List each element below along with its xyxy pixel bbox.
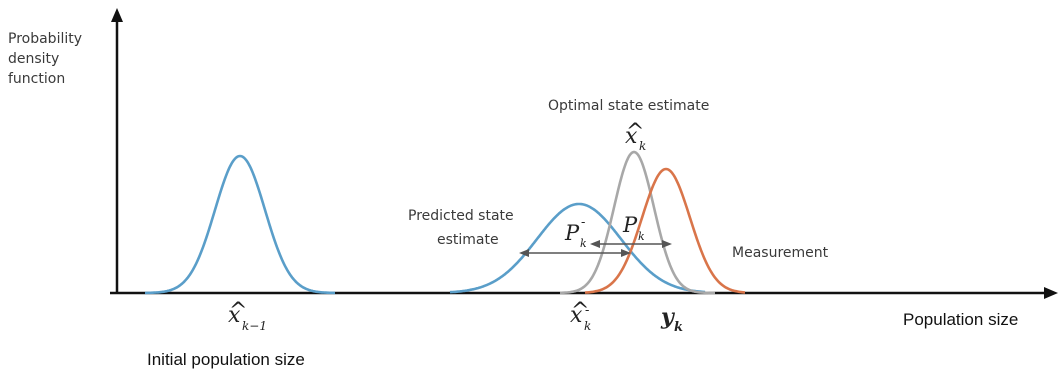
optimal-state-estimate-label: Optimal state estimate bbox=[548, 98, 709, 114]
p-pred-symbol: P - k bbox=[564, 215, 587, 250]
initial-population-label: Initial population size bbox=[147, 350, 305, 369]
x-pred-base: x bbox=[570, 303, 583, 328]
y-meas-base: y bbox=[660, 304, 676, 330]
p-pred-sup: - bbox=[581, 215, 585, 230]
x-axis-label: Population size bbox=[903, 310, 1018, 329]
axes bbox=[110, 8, 1058, 299]
p-opt-symbol: P k bbox=[622, 213, 645, 243]
x-opt-sub: k bbox=[639, 139, 646, 153]
optimal-variance-arrowhead-left bbox=[590, 240, 600, 248]
x-pred-hat: ^ bbox=[571, 299, 589, 324]
p-opt-sub: k bbox=[638, 230, 645, 243]
optimal-variance-arrowhead-right bbox=[662, 240, 672, 248]
y-meas-symbol: y k bbox=[660, 304, 683, 335]
predicted-variance-arrowhead-left bbox=[519, 249, 529, 257]
x-prev-symbol: ^ x k−1 bbox=[228, 299, 267, 333]
p-pred-sub: k bbox=[580, 237, 587, 250]
predicted-label-line-1: Predicted state bbox=[408, 208, 514, 224]
x-opt-hat: ^ bbox=[626, 120, 644, 145]
x-prev-hat: ^ bbox=[229, 299, 247, 324]
x-prev-sub: k−1 bbox=[242, 319, 267, 333]
predicted-estimate-curve bbox=[449, 202, 706, 294]
p-pred-base: P bbox=[564, 221, 580, 245]
y-meas-sub: k bbox=[674, 320, 683, 335]
y-axis-arrowhead bbox=[111, 8, 123, 22]
x-axis-arrowhead bbox=[1044, 287, 1058, 299]
initial-estimate-curve bbox=[145, 154, 335, 295]
x-opt-symbol: ^ x k bbox=[625, 120, 646, 153]
x-pred-sub: k bbox=[584, 319, 591, 333]
y-axis-label-line-1: Probability bbox=[8, 31, 82, 47]
optimal-estimate-curve bbox=[560, 150, 715, 295]
p-opt-base: P bbox=[622, 213, 638, 237]
x-opt-base: x bbox=[625, 124, 638, 149]
x-pred-sup: - bbox=[585, 303, 589, 318]
y-axis-label-line-3: function bbox=[8, 71, 65, 87]
measurement-curve bbox=[584, 167, 745, 294]
x-prev-base: x bbox=[228, 303, 241, 328]
measurement-label: Measurement bbox=[732, 245, 829, 261]
variance-arrows bbox=[519, 240, 672, 257]
predicted-label-line-2: estimate bbox=[437, 232, 499, 248]
y-axis-label-line-2: density bbox=[8, 51, 59, 67]
x-pred-symbol: ^ x - k bbox=[570, 299, 591, 333]
predicted-variance-arrowhead-right bbox=[621, 249, 631, 257]
